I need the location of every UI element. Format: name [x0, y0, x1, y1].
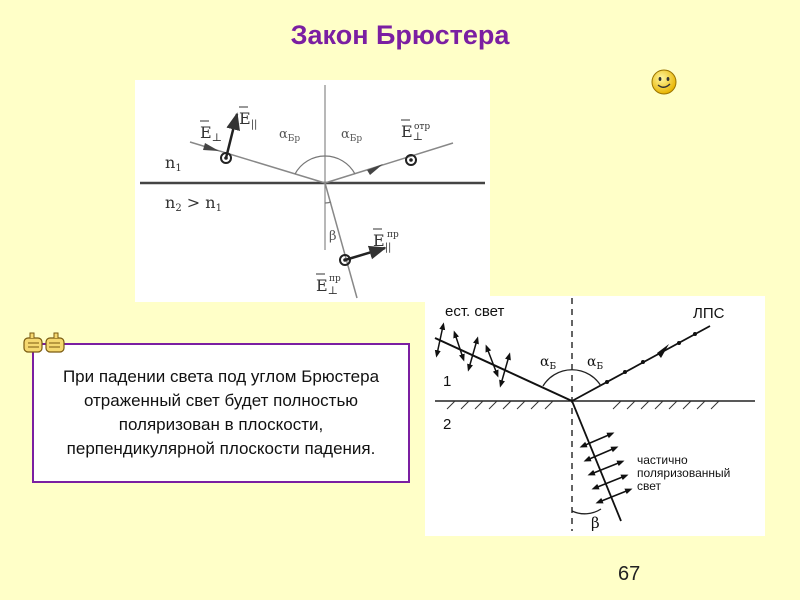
note-box: При падении света под углом Брюстера отр… — [32, 343, 410, 483]
svg-text:E⊥: E⊥ — [200, 123, 222, 144]
refracted-perp-vector-dot — [339, 254, 351, 266]
svg-text:αБр: αБр — [279, 127, 300, 144]
pointing-hands-icon — [23, 332, 65, 353]
refracted-parallel-vector — [344, 245, 387, 262]
label-beta: β — [591, 514, 600, 532]
brewster-angle-arc — [294, 155, 356, 175]
label-partial-2: поляризованный — [637, 466, 730, 480]
natural-light-oscillations — [434, 322, 511, 388]
reflected-ray — [571, 325, 711, 402]
surface-hatching — [446, 400, 720, 410]
svg-text:αБр: αБр — [341, 127, 362, 144]
svg-text:отр: отр — [414, 122, 430, 132]
page-number: 67 — [618, 563, 641, 585]
natural-light-diagram: ест. свет ЛПС 1 2 αБ αБ β частично поляр… — [425, 296, 765, 536]
beta-angle-arc — [571, 508, 602, 515]
label-medium-1: 1 — [443, 373, 451, 390]
svg-text:пр: пр — [329, 274, 341, 284]
note-text: При падении света под углом Брюстера отр… — [62, 367, 380, 458]
svg-text:E⊥: E⊥ — [316, 276, 338, 297]
brewster-vector-diagram: E⊥ E|| αБр αБр E⊥ отр n1 n2 > n1 β E|| п… — [135, 80, 490, 302]
label-lps: ЛПС — [693, 305, 725, 322]
refracted-ray — [571, 400, 622, 522]
svg-text:E||: E|| — [373, 231, 391, 253]
label-natural-light: ест. свет — [445, 303, 505, 320]
label-medium-2: 2 — [443, 416, 451, 433]
svg-text:E||: E|| — [239, 109, 257, 130]
svg-text:n1: n1 — [165, 153, 182, 174]
label-e: E — [200, 123, 212, 142]
svg-text:E⊥: E⊥ — [401, 122, 423, 143]
beta-angle-arc — [324, 201, 332, 204]
partial-polarization-oscillations — [579, 432, 633, 504]
svg-text:αБ: αБ — [587, 354, 603, 372]
svg-text:n2 > n1: n2 > n1 — [165, 193, 222, 214]
svg-text:β: β — [329, 229, 337, 244]
polarization-dots — [605, 332, 697, 384]
svg-text:пр: пр — [387, 230, 399, 240]
svg-text:αБ: αБ — [540, 354, 556, 372]
reflected-perp-vector-dot — [405, 154, 417, 166]
smiley-icon — [651, 69, 677, 95]
label-partial-3: свет — [637, 479, 662, 493]
incident-parallel-vector — [224, 112, 240, 159]
page-title: Закон Брюстера — [290, 20, 510, 50]
label-partial-1: частично — [637, 453, 688, 467]
brewster-angle-arc — [542, 369, 602, 387]
reflected-ray — [324, 142, 454, 184]
